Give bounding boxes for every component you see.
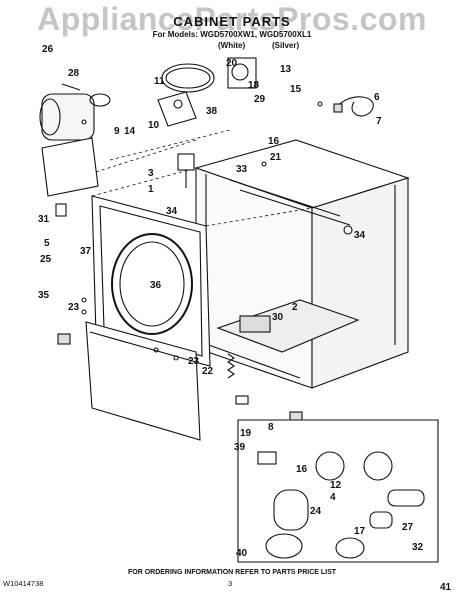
toe-panel <box>85 321 201 441</box>
callout-label: 24 <box>310 506 322 517</box>
callout-label: 7 <box>376 116 382 127</box>
callout-label: 25 <box>40 254 52 265</box>
callout-label: 1 <box>148 184 154 195</box>
callout-label: 2 <box>292 302 298 313</box>
callout-label: 39 <box>234 442 246 453</box>
front-panel <box>91 195 211 367</box>
page-title: CABINET PARTS <box>173 14 291 29</box>
callout-label: 9 <box>114 126 120 137</box>
callout-label: 27 <box>402 522 414 533</box>
variant-silver: (Silver) <box>272 41 300 50</box>
callout-label: 16 <box>268 136 280 147</box>
callout-label: 23 <box>68 302 80 313</box>
callout-label: 12 <box>330 480 342 491</box>
callout-label: 15 <box>290 84 302 95</box>
callout-label: 26 <box>42 44 54 55</box>
callout-label: 3 <box>148 168 154 179</box>
callout-label: 6 <box>374 92 380 103</box>
idler-bracket <box>157 91 197 127</box>
exhaust-kit <box>237 419 439 563</box>
page-number: 3 <box>228 579 233 588</box>
watermark: AppliancePartsPros.com <box>37 1 427 37</box>
screws <box>81 101 323 361</box>
idler-pulley <box>227 57 257 89</box>
callout-label: 11 <box>154 76 165 87</box>
callout-labels: 1234567891011121314151616171819202122232… <box>38 44 452 593</box>
cabinet <box>194 139 410 389</box>
callout-label: 22 <box>202 366 214 377</box>
callout-label: 14 <box>124 126 136 137</box>
callout-label: 13 <box>280 64 292 75</box>
drive-belt <box>161 63 215 93</box>
callout-label: 32 <box>412 542 424 553</box>
callout-label: 28 <box>68 68 80 79</box>
callout-label: 10 <box>148 120 160 131</box>
callout-label: 33 <box>236 164 248 175</box>
callout-label: 36 <box>150 280 162 291</box>
callout-label: 4 <box>330 492 336 503</box>
callout-label: 34 <box>354 230 366 241</box>
callout-label: 20 <box>226 58 238 69</box>
door-spring <box>227 353 249 405</box>
callout-label: 18 <box>248 80 260 91</box>
callout-label: 40 <box>236 548 248 559</box>
callout-label: 5 <box>44 238 50 249</box>
callout-label: 8 <box>268 422 274 433</box>
drive-motor <box>39 83 111 141</box>
callout-label: 41 <box>440 582 452 593</box>
power-cord <box>333 96 374 117</box>
document-id: W10414738 <box>3 579 44 588</box>
callout-label: 31 <box>38 214 50 225</box>
callout-label: 37 <box>80 246 92 257</box>
callout-label: 38 <box>206 106 218 117</box>
motor-bracket <box>41 137 99 217</box>
callout-label: 30 <box>272 312 284 323</box>
callout-label: 19 <box>240 428 252 439</box>
models-line: For Models: WGD5700XW1, WGD5700XL1 <box>152 30 312 39</box>
terminal-block <box>177 153 195 188</box>
callout-label: 16 <box>296 464 308 475</box>
callout-label: 23 <box>188 356 200 367</box>
callout-label: 21 <box>270 152 282 163</box>
callout-label: 35 <box>38 290 50 301</box>
variant-white: (White) <box>218 41 246 50</box>
callout-label: 29 <box>254 94 266 105</box>
callout-label: 17 <box>354 526 366 537</box>
ordering-note: FOR ORDERING INFORMATION REFER TO PARTS … <box>127 569 337 576</box>
callout-label: 34 <box>166 206 178 217</box>
